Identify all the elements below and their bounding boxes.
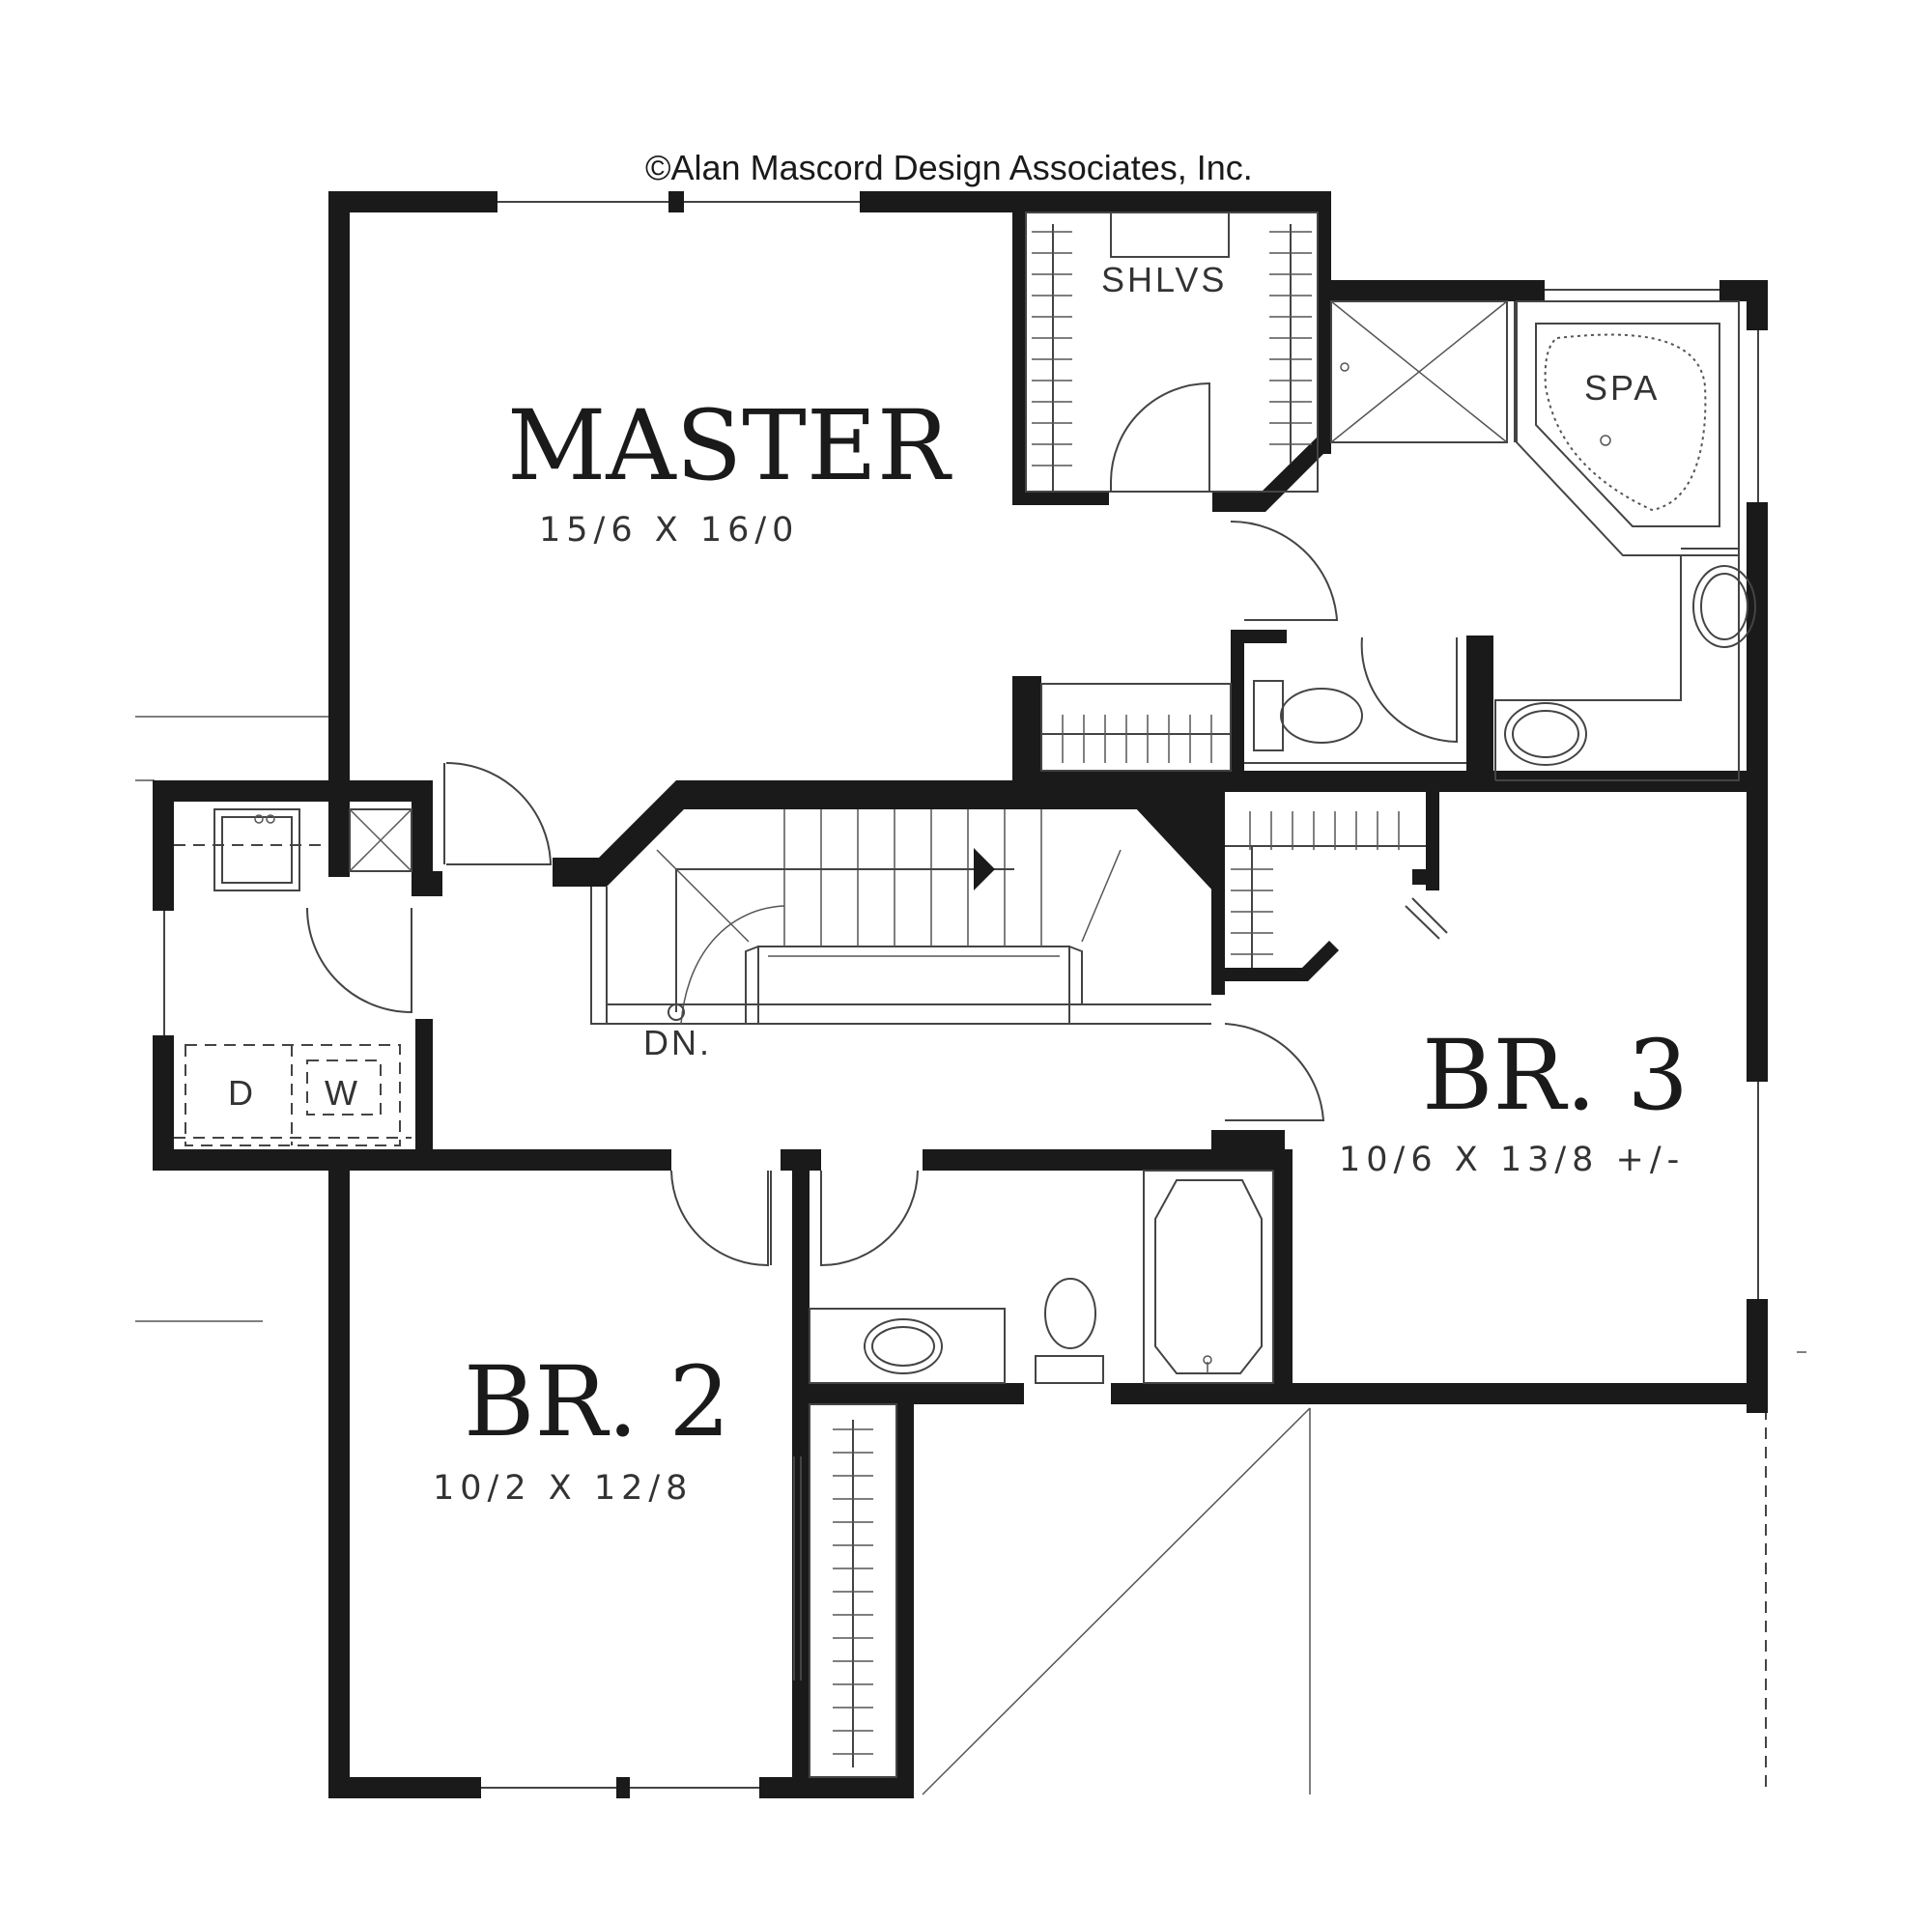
br2-room-name: BR. 2 xyxy=(464,1345,730,1458)
hall-toilet xyxy=(1035,1278,1104,1384)
site-lines xyxy=(135,716,1806,1795)
master-toilet xyxy=(1244,680,1466,764)
master-sink-2 xyxy=(1504,702,1587,766)
br2-room-size: 10/2 X 12/8 xyxy=(433,1469,693,1508)
washer-label: W xyxy=(325,1073,360,1113)
hall-bath-fixtures xyxy=(809,1170,1274,1384)
shelf-hatch-br3-closet xyxy=(1231,811,1400,955)
master-sink-1 xyxy=(1692,565,1756,648)
shelf-hatch-right xyxy=(1269,231,1312,445)
br3-room-size: 10/6 X 13/8 +/- xyxy=(1339,1141,1685,1179)
master-bath-fixtures xyxy=(1244,300,1756,781)
master-room-name: MASTER xyxy=(507,389,952,502)
laundry-sink xyxy=(213,808,300,891)
br3-room-name: BR. 3 xyxy=(1422,1019,1689,1132)
walls xyxy=(153,191,1768,1798)
hall-tub xyxy=(1143,1170,1274,1384)
doors xyxy=(306,381,1458,1267)
laundry-fixtures xyxy=(174,808,412,1146)
shelf-hatch-br2-closet xyxy=(833,1428,873,1755)
master-room-size: 15/6 X 16/0 xyxy=(539,511,799,550)
shelf-hatch-left xyxy=(1032,231,1072,466)
labels: ©Alan Mascord Design Associates, Inc. MA… xyxy=(228,148,1689,1508)
water-heater xyxy=(349,808,412,872)
shelf-hatch-stair-closet xyxy=(1062,715,1212,763)
shelves-label: SHLVS xyxy=(1101,260,1227,299)
closet-shelving xyxy=(809,212,1426,1778)
copyright-text: ©Alan Mascord Design Associates, Inc. xyxy=(645,148,1253,187)
staircase xyxy=(590,809,1211,1025)
dryer-label: D xyxy=(228,1073,256,1113)
stairs-down-label: DN. xyxy=(643,1023,712,1062)
spa-tub xyxy=(1516,300,1740,556)
hall-vanity xyxy=(809,1308,1006,1384)
hall-sink xyxy=(864,1318,943,1374)
spa-label: SPA xyxy=(1584,368,1660,408)
